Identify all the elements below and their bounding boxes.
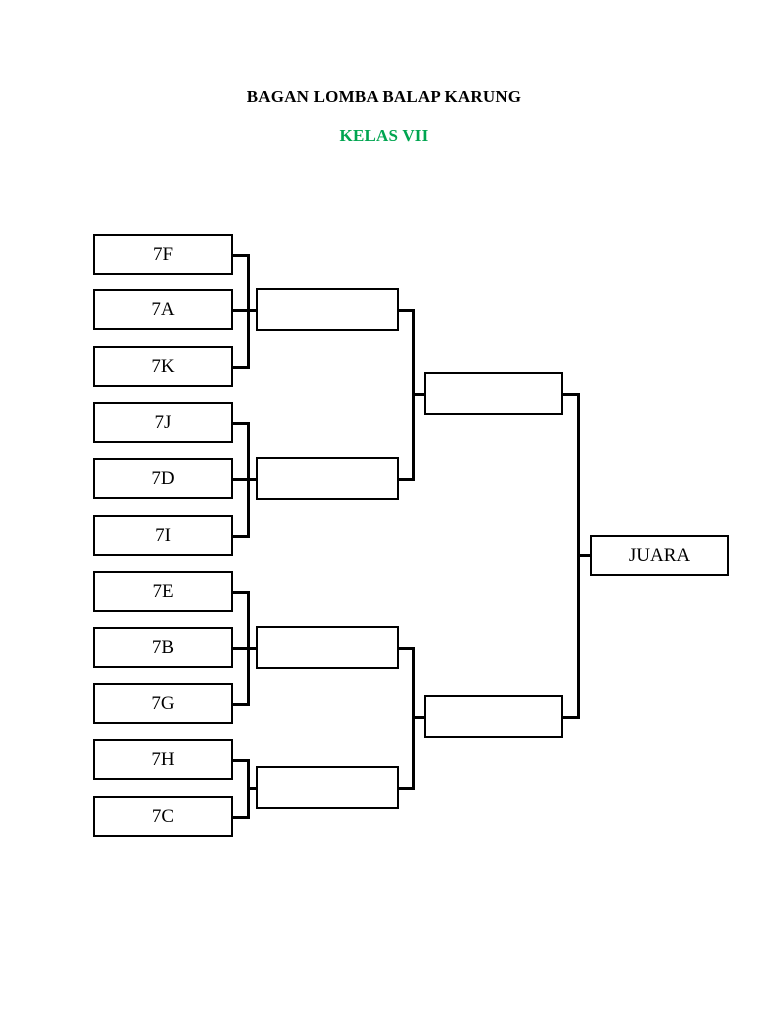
connector-sf1-stub xyxy=(561,393,580,396)
semifinal-box-1[interactable] xyxy=(424,372,563,415)
connector-groupA-to-qf1 xyxy=(231,309,258,312)
connector-groupB-to-qf2 xyxy=(231,478,258,481)
team-label: 7C xyxy=(151,806,175,827)
team-label: 7H xyxy=(151,749,175,770)
connector-7g-stub xyxy=(231,703,250,706)
team-box-7b[interactable]: 7B xyxy=(93,627,233,668)
quarterfinal-box-4[interactable] xyxy=(256,766,399,809)
connector-7k-stub xyxy=(231,366,250,369)
team-label: 7F xyxy=(152,244,174,265)
connector-7c-stub xyxy=(231,816,250,819)
connector-sf2-stub xyxy=(561,716,580,719)
quarterfinal-box-3[interactable] xyxy=(256,626,399,669)
team-label: 7B xyxy=(151,637,175,658)
team-label: 7K xyxy=(151,356,175,377)
team-box-7j[interactable]: 7J xyxy=(93,402,233,443)
connector-qf4-stub xyxy=(396,787,415,790)
champion-label: JUARA xyxy=(628,545,691,566)
connector-to-juara xyxy=(577,554,593,557)
team-box-7d[interactable]: 7D xyxy=(93,458,233,499)
semifinal-box-2[interactable] xyxy=(424,695,563,738)
team-box-7h[interactable]: 7H xyxy=(93,739,233,780)
team-label: 7A xyxy=(151,299,175,320)
connector-7f-stub xyxy=(231,254,250,257)
team-box-7f[interactable]: 7F xyxy=(93,234,233,275)
team-label: 7E xyxy=(152,581,174,602)
connector-qf1-stub xyxy=(396,309,415,312)
quarterfinal-box-2[interactable] xyxy=(256,457,399,500)
connector-groupD-to-qf4 xyxy=(247,787,258,790)
team-box-7e[interactable]: 7E xyxy=(93,571,233,612)
team-box-7i[interactable]: 7I xyxy=(93,515,233,556)
connector-to-sf1 xyxy=(412,393,427,396)
quarterfinal-box-1[interactable] xyxy=(256,288,399,331)
team-label: 7D xyxy=(151,468,175,489)
team-box-7a[interactable]: 7A xyxy=(93,289,233,330)
page-title: BAGAN LOMBA BALAP KARUNG xyxy=(246,87,522,106)
page-subtitle: KELAS VII xyxy=(339,126,429,145)
connector-7e-stub xyxy=(231,591,250,594)
connector-7i-stub xyxy=(231,535,250,538)
connector-qf2-stub xyxy=(396,478,415,481)
connector-7h-stub xyxy=(231,759,250,762)
connector-groupC-to-qf3 xyxy=(231,647,258,650)
team-label: 7I xyxy=(155,525,171,546)
team-box-7c[interactable]: 7C xyxy=(93,796,233,837)
connector-qf3-stub xyxy=(396,647,415,650)
team-box-7g[interactable]: 7G xyxy=(93,683,233,724)
team-box-7k[interactable]: 7K xyxy=(93,346,233,387)
champion-box-juara[interactable]: JUARA xyxy=(590,535,729,576)
connector-7j-stub xyxy=(231,422,250,425)
connector-to-sf2 xyxy=(412,716,427,719)
team-label: 7G xyxy=(151,693,175,714)
team-label: 7J xyxy=(154,412,172,433)
